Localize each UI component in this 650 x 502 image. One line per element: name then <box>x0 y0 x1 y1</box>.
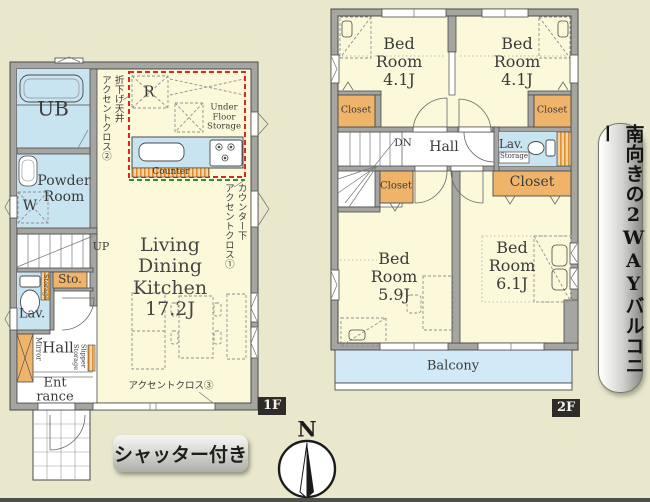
fridge-box <box>131 75 245 109</box>
dn-label: DN <box>394 137 412 150</box>
bedroom2-label: Bed Room 4.1J <box>493 33 541 90</box>
washer-box <box>17 191 49 224</box>
counter-label: Counter <box>152 166 190 177</box>
bedroom4-label: Bed Room 6.1J <box>488 237 536 294</box>
ldk-furniture <box>131 292 247 370</box>
lav-label-1f: Lav. <box>18 306 46 322</box>
counter-strip <box>131 167 210 178</box>
accent-cloth-1-label: カウンター下 アクセントクロス① <box>222 183 247 269</box>
door-gaps-2f <box>412 126 493 172</box>
up-label: UP <box>92 239 110 253</box>
balcony-label: Balcony <box>426 358 480 374</box>
lav-label-2f: Lav. <box>498 137 524 152</box>
powder-room-label: Powder Room <box>37 173 91 205</box>
porch <box>32 409 91 481</box>
toilet-2f <box>527 139 556 157</box>
sto-box <box>52 271 88 289</box>
direction-banner: 南向きの2WAYバルコニー <box>596 123 645 393</box>
under-floor-storage-label: Under Floor Storage <box>207 102 241 132</box>
balcony-rail <box>334 382 573 391</box>
entrance-steps <box>33 371 93 378</box>
slipper-storage-strip <box>87 344 96 372</box>
mirror-label: Mirror <box>34 337 43 361</box>
windows-1f <box>9 57 259 411</box>
accent-cloth-2-label: 折下げ天井 アクセントクロス② <box>99 75 124 161</box>
porch-tiles <box>33 410 90 480</box>
ldk-label: Living Dining Kitchen 17.2J <box>132 234 208 321</box>
closet3-label: Closet <box>380 180 412 192</box>
accent-cloth-3-label: アクセントクロス③ <box>128 380 214 392</box>
stairs-2f <box>337 132 397 208</box>
slipper-storage-label: Slipper Storage <box>71 344 88 370</box>
closet1-label: Closet <box>340 104 372 116</box>
floor1-walls <box>16 68 98 335</box>
bedroom3-label: Bed Room 5.9J <box>370 248 418 305</box>
lav-hatch-strip-2f <box>556 131 572 167</box>
accent-red-dashed-box <box>128 71 246 178</box>
washer-label: W <box>22 198 38 215</box>
stairs-1f <box>16 234 94 268</box>
fridge-label: R <box>143 82 155 101</box>
sto-label: Sto. <box>58 272 82 287</box>
entrance-label: Ent rance <box>36 375 74 404</box>
window-marks-1f <box>4 56 270 410</box>
lav-storage-label-1f: Storage <box>41 274 50 300</box>
stove <box>209 139 243 167</box>
dotted-guides-2f <box>340 55 572 303</box>
kitchen-sink <box>138 142 185 162</box>
compass-north-label: N <box>297 416 317 442</box>
bedroom-partition <box>448 51 456 96</box>
hall-label-1f: Hall <box>42 338 74 357</box>
under-floor-storage-box <box>174 102 204 133</box>
toilet-1f <box>19 275 41 315</box>
bathtub <box>17 74 90 149</box>
door-arcs-2f <box>342 81 569 212</box>
lav-storage-strip <box>40 271 51 301</box>
balcony-area <box>334 349 573 384</box>
closets-2f <box>337 94 572 204</box>
leader-lines-1f <box>122 95 246 404</box>
hall-door-arc <box>61 297 95 331</box>
closet2-label: Closet <box>536 104 568 116</box>
bedroom1-label: Bed Room 4.1J <box>375 33 423 90</box>
ub-label: UB <box>37 96 69 121</box>
lav-storage-box-2f <box>498 151 530 164</box>
shutter-badge: シャッター付き <box>113 435 248 472</box>
hall-label-2f: Hall <box>429 139 459 156</box>
floor1-plan <box>4 56 270 481</box>
window-marks-2f <box>330 9 578 350</box>
floor2-badge: 2F <box>552 399 581 418</box>
bottom-edge <box>0 498 650 502</box>
compass-icon <box>277 439 337 500</box>
floor1-badge: 1F <box>258 397 287 416</box>
front-door-arc <box>49 414 86 451</box>
lav-storage-label-2f: Storage <box>500 152 528 161</box>
floor2-plan <box>330 8 579 391</box>
closet4-label: Closet <box>509 174 555 191</box>
vanity <box>18 155 38 187</box>
pillows-2f <box>341 20 569 341</box>
